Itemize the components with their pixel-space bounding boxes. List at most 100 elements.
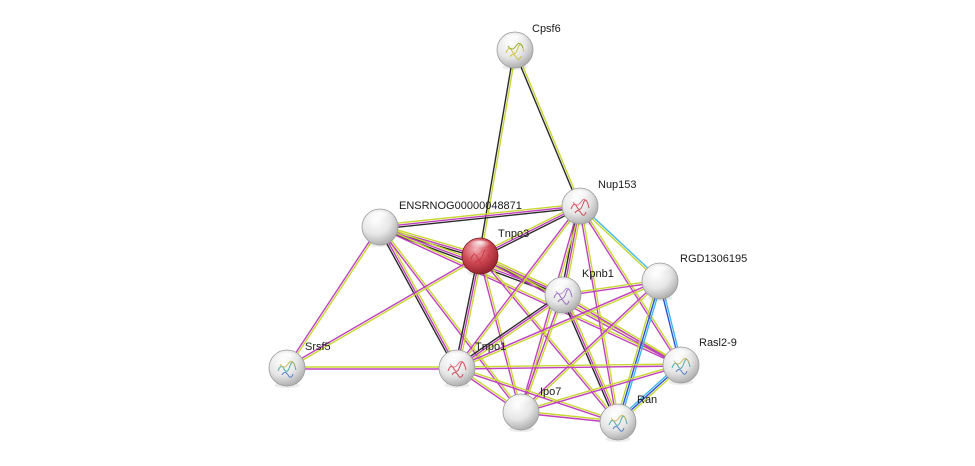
edge-tnpo3-srsf5[interactable] (286, 254, 481, 370)
edge-kpnb1-rasl29[interactable] (562, 293, 682, 367)
node-label-ipo7: Ipo7 (540, 386, 561, 398)
edge-evidence-coexpression (454, 255, 479, 368)
edge-evidence-textmining (381, 225, 460, 368)
edge-evidence-experimental (479, 205, 581, 257)
node-label-rgd: RGD1306195 (680, 253, 747, 265)
edges-layer (285, 49, 683, 425)
node-label-srsf5: Srsf5 (305, 341, 331, 353)
edge-evidence-textmining (287, 256, 481, 370)
edge-evidence-coexpression (480, 207, 582, 259)
edge-evidence-textmining (480, 50, 517, 257)
node-label-cpsf6: Cpsf6 (532, 23, 561, 35)
node-highlight (503, 34, 527, 46)
edge-evidence-experimental (379, 227, 681, 367)
edge-kpnb1-tnpo1[interactable] (455, 292, 565, 371)
node-label-nup153: Nup153 (598, 179, 637, 191)
node-label-ran: Ran (637, 394, 657, 406)
edge-evidence-textmining (456, 363, 681, 368)
edge-evidence-textmining (515, 49, 582, 206)
edge-evidence-textmining (380, 225, 682, 365)
edge-evidence-experimental (285, 226, 380, 368)
edge-evidence-coexpression (377, 227, 456, 370)
edge-evidence-textmining (480, 254, 620, 422)
node-highlight (606, 406, 630, 418)
node-rasl29[interactable]: Rasl2-9 (662, 337, 737, 385)
node-label-tnpo1: Tnpo1 (475, 341, 506, 353)
node-cpsf6[interactable]: Cpsf6 (496, 23, 561, 70)
edge-evidence-textmining (457, 296, 565, 371)
edge-tnpo1-ran[interactable] (456, 366, 619, 424)
edge-evidence-experimental (379, 205, 581, 228)
node-label-rasl29: Rasl2-9 (699, 337, 737, 349)
node-label-ensrnog: ENSRNOG00000048871 (399, 200, 522, 212)
edge-evidence-database (619, 281, 663, 423)
edge-evidence-experimental (455, 204, 580, 368)
edge-evidence-experimental (519, 279, 660, 412)
node-highlight (275, 352, 299, 364)
edge-evidence-experimental (562, 295, 681, 367)
edge-evidence-experimental (562, 294, 619, 423)
edge-ipo7-rasl29[interactable] (520, 363, 682, 414)
edge-evidence-coexpression (380, 207, 581, 230)
node-highlight (509, 396, 533, 408)
edge-rgd-ipo7[interactable] (519, 279, 662, 414)
edge-evidence-coexpression (478, 49, 515, 256)
edge-evidence-experimental (457, 365, 682, 370)
node-tnpo1[interactable]: Tnpo1 (438, 341, 506, 388)
nodes-layer: Cpsf6Nup153ENSRNOG00000048871Tnpo3RGD130… (268, 23, 747, 442)
edge-evidence-experimental (456, 255, 481, 369)
edge-evidence-textmining (563, 293, 682, 365)
edge-evidence-textmining (379, 203, 580, 226)
edge-evidence-experimental (456, 279, 660, 368)
node-label-kpnb1: Kpnb1 (582, 268, 614, 280)
node-tnpo3[interactable]: Tnpo3 (461, 228, 529, 276)
node-ipo7[interactable]: Ipo7 (502, 386, 561, 432)
node-highlight (368, 211, 392, 223)
node-highlight (648, 265, 672, 277)
node-highlight (551, 279, 575, 291)
edge-rgd-tnpo1[interactable] (456, 279, 661, 370)
node-kpnb1[interactable]: Kpnb1 (544, 268, 614, 315)
edge-evidence-coexpression (455, 292, 563, 367)
edge-evidence-experimental (379, 226, 458, 369)
edge-srsf5-tnpo1[interactable] (287, 366, 457, 370)
edge-evidence-coexpression (560, 295, 617, 424)
edge-evidence-cooccurrence (617, 280, 661, 423)
node-srsf5[interactable]: Srsf5 (268, 341, 331, 388)
edge-evidence-textmining (580, 205, 683, 365)
edge-evidence-textmining (458, 256, 483, 369)
node-highlight (669, 349, 693, 361)
node-highlight (445, 352, 469, 364)
edge-evidence-textmining (521, 281, 662, 414)
edge-evidence-coexpression (513, 50, 580, 207)
edge-evidence-experimental (519, 205, 580, 412)
edge-kpnb1-ran[interactable] (560, 293, 621, 424)
node-label-tnpo3: Tnpo3 (498, 228, 529, 240)
node-nup153[interactable]: Nup153 (561, 179, 637, 226)
edge-cpsf6-tnpo3[interactable] (478, 49, 517, 257)
edge-rgd-ran[interactable] (615, 280, 663, 423)
node-highlight (468, 240, 492, 252)
node-ran[interactable]: Ran (599, 394, 657, 442)
edge-ensrnog-nup153[interactable] (379, 203, 581, 230)
edge-evidence-experimental (479, 256, 681, 367)
node-ensrnog[interactable]: ENSRNOG00000048871 (361, 200, 522, 247)
edge-tnpo1-rasl29[interactable] (456, 363, 682, 370)
edge-evidence-textmining (457, 366, 619, 422)
edge-evidence-experimental (456, 368, 618, 424)
edge-evidence-textmining (287, 227, 382, 369)
edge-ensrnog-srsf5[interactable] (285, 226, 382, 369)
edge-nup153-tnpo1[interactable] (455, 204, 582, 370)
edge-tnpo3-nup153[interactable] (478, 203, 582, 259)
edge-evidence-experimental (286, 254, 480, 368)
edge-cpsf6-nup153[interactable] (513, 49, 582, 207)
edge-evidence-textmining (457, 206, 582, 370)
edge-ensrnog-rasl29[interactable] (379, 225, 682, 367)
edge-ensrnog-tnpo1[interactable] (377, 225, 460, 370)
edge-evidence-experimental (456, 294, 564, 369)
node-highlight (568, 190, 592, 202)
node-rgd[interactable]: RGD1306195 (641, 253, 747, 301)
edge-tnpo3-tnpo1[interactable] (454, 255, 483, 369)
edge-evidence-textmining (615, 280, 659, 422)
